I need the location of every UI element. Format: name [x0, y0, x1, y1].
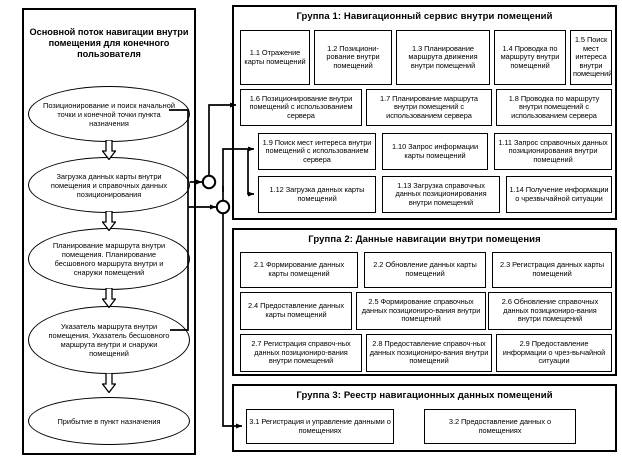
- service-cell-1-10-label: 1.10 Запрос информации карты помещений: [391, 141, 479, 160]
- data-cell-2-8-label: 2.8 Предоставление справоч-ных данных по…: [369, 339, 489, 366]
- main-flow-title: Основной поток навигации внутри помещени…: [29, 27, 189, 59]
- service-cell-1-8-label: 1.8 Проводка по маршруту внутри помещени…: [508, 93, 600, 120]
- connector-node-a: [201, 174, 217, 190]
- group-3-title: Группа 3: Реестр навигационных данных по…: [296, 390, 553, 401]
- data-cell-2-1-label: 2.1 Формирование данных карты помещений: [253, 260, 345, 278]
- service-cell-1-2[interactable]: 1.2 Позициони-рование внутри помещений: [314, 30, 392, 85]
- service-cell-1-9[interactable]: 1.9 Поиск мест интереса внутри помещений…: [258, 133, 376, 170]
- flow-arrow-3: [102, 288, 116, 308]
- service-cell-1-7-label: 1.7 Планирование маршрута внутри помещен…: [380, 93, 478, 120]
- data-cell-2-3[interactable]: 2.3 Регистрация данных карты помещений: [492, 252, 612, 288]
- service-cell-1-9-label: 1.9 Поиск мест интереса внутри помещений…: [262, 137, 372, 164]
- flow-step-2: Загрузка данных карты внутри помещения и…: [28, 157, 190, 213]
- service-cell-1-4[interactable]: 1.4 Проводка по маршруту внутри помещени…: [494, 30, 566, 85]
- data-cell-2-9[interactable]: 2.9 Предоставление информации о чрез-выч…: [496, 334, 612, 372]
- data-cell-2-4-label: 2.4 Предоставление данных карты помещени…: [247, 301, 345, 319]
- data-cell-2-4[interactable]: 2.4 Предоставление данных карты помещени…: [240, 292, 352, 330]
- service-cell-1-3-label: 1.3 Планирование маршрута движения внутр…: [408, 43, 478, 70]
- service-cell-1-12-label: 1.12 Загрузка данных карты помещений: [269, 184, 365, 203]
- data-cell-2-2[interactable]: 2.2 Обновление данных карты помещений: [364, 252, 486, 288]
- flow-step-5: Прибытие в пункт назначения: [28, 397, 190, 445]
- data-cell-2-6[interactable]: 2.6 Обновление справочных данных позицио…: [488, 292, 612, 330]
- registry-cell-3-2[interactable]: 3.2 Предоставление данных о помещениях: [424, 409, 576, 444]
- data-cell-2-7-label: 2.7 Регистрация справоч-ных данных позиц…: [251, 339, 351, 366]
- flow-step-2-label: Загрузка данных карты внутри помещения и…: [50, 171, 168, 199]
- data-cell-2-8[interactable]: 2.8 Предоставление справоч-ных данных по…: [366, 334, 492, 372]
- service-cell-1-1[interactable]: 1.1 Отражение карты помещений: [240, 30, 310, 85]
- data-cell-2-6-label: 2.6 Обновление справочных данных позицио…: [501, 297, 599, 324]
- flow-step-5-label: Прибытие в пункт назначения: [57, 416, 161, 426]
- flow-step-3: Планирование маршрута внутри помещения. …: [28, 228, 190, 290]
- registry-cell-3-1[interactable]: 3.1 Регистрация и управление данными о п…: [246, 409, 394, 444]
- flow-step-4: Указатель маршрута внутри помещения. Ука…: [28, 306, 190, 374]
- data-cell-2-9-label: 2.9 Предоставление информации о чрез-выч…: [502, 339, 606, 366]
- flow-step-1: Позиционирование и поиск начальной точки…: [28, 86, 190, 142]
- service-cell-1-14-label: 1.14 Получение информации о чрезвычайной…: [509, 184, 609, 203]
- flow-arrow-1: [102, 140, 116, 160]
- flow-step-1-label: Позиционирование и поиск начальной точки…: [43, 100, 175, 128]
- service-cell-1-13-label: 1.13 Загрузка справочных данных позицион…: [395, 180, 487, 207]
- service-cell-1-1-label: 1.1 Отражение карты помещений: [244, 47, 306, 66]
- service-cell-1-8[interactable]: 1.8 Проводка по маршруту внутри помещени…: [496, 89, 612, 126]
- connector-node-b: [215, 199, 231, 215]
- flow-step-4-label: Указатель маршрута внутри помещения. Ука…: [48, 322, 170, 358]
- service-cell-1-4-label: 1.4 Проводка по маршруту внутри помещени…: [500, 43, 560, 70]
- flow-arrow-2: [102, 211, 116, 231]
- data-cell-2-5-label: 2.5 Формирование справочных данных позиц…: [361, 297, 481, 324]
- flow-step-3-label: Планирование маршрута внутри помещения. …: [52, 241, 166, 277]
- service-cell-1-11-label: 1.11 Запрос справочных данных позиционир…: [498, 137, 608, 164]
- data-cell-2-3-label: 2.3 Регистрация данных карты помещений: [500, 260, 604, 278]
- registry-cell-3-1-label: 3.1 Регистрация и управление данными о п…: [249, 416, 391, 435]
- service-cell-1-13[interactable]: 1.13 Загрузка справочных данных позицион…: [382, 176, 500, 213]
- group-2-title: Группа 2: Данные навигации внутри помеще…: [308, 234, 541, 245]
- service-cell-1-11[interactable]: 1.11 Запрос справочных данных позиционир…: [494, 133, 612, 170]
- service-cell-1-2-label: 1.2 Позициони-рование внутри помещений: [326, 43, 380, 70]
- service-cell-1-6-label: 1.6 Позиционирование внутри помещений с …: [249, 93, 353, 120]
- data-cell-2-2-label: 2.2 Обновление данных карты помещений: [373, 260, 477, 278]
- service-cell-1-14[interactable]: 1.14 Получение информации о чрезвычайной…: [506, 176, 612, 213]
- service-cell-1-5[interactable]: 1.5 Поиск мест интереса внутри помещений: [570, 30, 612, 85]
- data-cell-2-1[interactable]: 2.1 Формирование данных карты помещений: [240, 252, 358, 288]
- service-cell-1-6[interactable]: 1.6 Позиционирование внутри помещений с …: [240, 89, 362, 126]
- flow-arrow-4: [102, 373, 116, 393]
- service-cell-1-5-label: 1.5 Поиск мест интереса внутри помещений: [573, 35, 613, 79]
- service-cell-1-3[interactable]: 1.3 Планирование маршрута движения внутр…: [396, 30, 490, 85]
- data-cell-2-7[interactable]: 2.7 Регистрация справоч-ных данных позиц…: [240, 334, 362, 372]
- service-cell-1-12[interactable]: 1.12 Загрузка данных карты помещений: [258, 176, 376, 213]
- service-cell-1-7[interactable]: 1.7 Планирование маршрута внутри помещен…: [366, 89, 492, 126]
- registry-cell-3-2-label: 3.2 Предоставление данных о помещениях: [448, 416, 552, 435]
- data-cell-2-5[interactable]: 2.5 Формирование справочных данных позиц…: [356, 292, 486, 330]
- group-1-title: Группа 1: Навигационный сервис внутри по…: [296, 11, 553, 22]
- service-cell-1-10[interactable]: 1.10 Запрос информации карты помещений: [382, 133, 488, 170]
